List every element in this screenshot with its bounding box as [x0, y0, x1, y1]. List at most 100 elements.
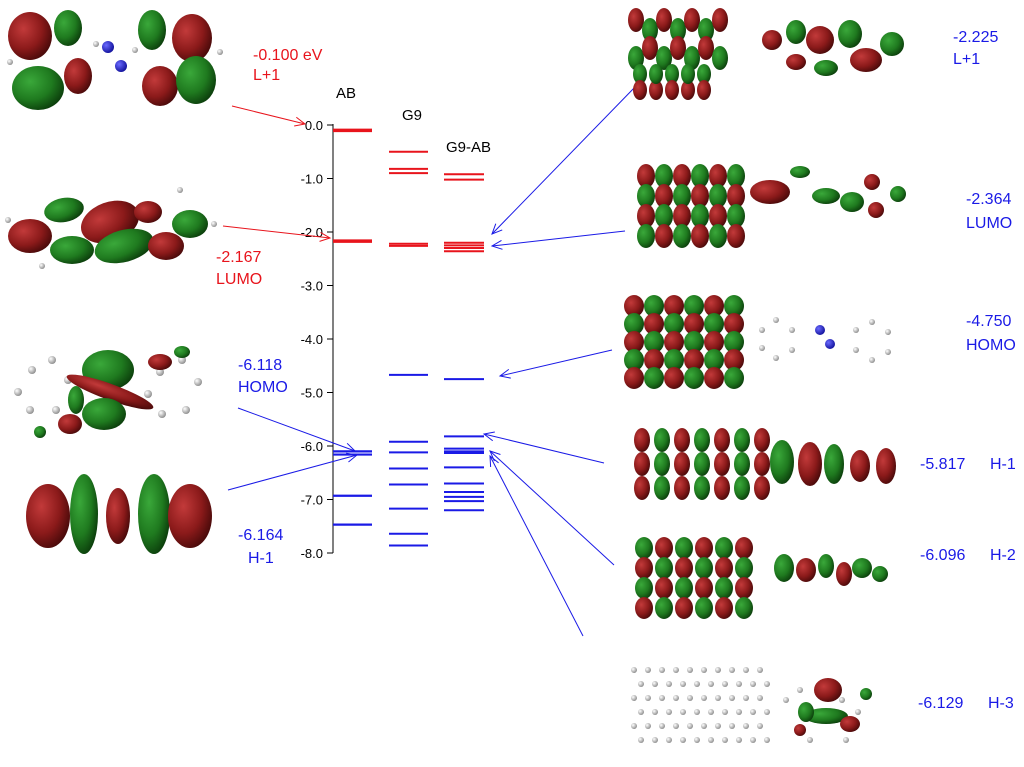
orbital-lobe — [634, 452, 650, 476]
orbital-lobe — [644, 367, 664, 389]
orbital-lobe — [794, 724, 806, 736]
orbital-lobe — [138, 474, 170, 554]
atom — [666, 709, 672, 715]
orbital-lobe — [642, 36, 658, 60]
orbital-lobe — [34, 426, 46, 438]
atom — [708, 681, 714, 687]
atom — [757, 723, 763, 729]
g9ab-lumo-name: LUMO — [966, 215, 1012, 232]
orbital-lobe — [656, 8, 672, 32]
atom — [869, 357, 875, 363]
orbital-lobe — [798, 702, 814, 722]
orbital-lobe — [64, 58, 92, 94]
orbital-lobe — [172, 14, 212, 62]
orbital-lobe — [814, 678, 842, 702]
orbital-lobe — [675, 597, 693, 619]
orbital-lobe — [634, 476, 650, 500]
atom — [93, 41, 99, 47]
atom — [708, 737, 714, 743]
atom — [26, 406, 34, 414]
orbital-lobe — [880, 32, 904, 56]
atom — [715, 723, 721, 729]
energy-axis-ticks: 0.0-1.0-2.0-3.0-4.0-5.0-6.0-7.0-8.0 — [301, 118, 333, 561]
atom — [652, 737, 658, 743]
orbital-lobe — [790, 166, 810, 178]
atom — [48, 356, 56, 364]
atom — [687, 723, 693, 729]
g9ab-l1-name: L+1 — [953, 51, 980, 68]
atom — [144, 390, 152, 398]
orbital-lobe — [172, 210, 208, 238]
orbital-lobe — [8, 219, 52, 253]
atom — [680, 737, 686, 743]
atom — [645, 667, 651, 673]
orbital-lobe — [681, 64, 695, 84]
orbital-lobe — [840, 192, 864, 212]
orbital-lobe — [8, 12, 52, 60]
orbital-lobe — [624, 367, 644, 389]
atom — [14, 388, 22, 396]
g9ab-l1-value: -2.225 — [953, 29, 998, 46]
orbital-lobe — [70, 474, 98, 554]
orbital-lobe — [727, 224, 745, 248]
orbital-lobe — [148, 232, 184, 260]
atom — [764, 709, 770, 715]
orbital-lobe — [704, 367, 724, 389]
arrow-ab-l1 — [232, 106, 305, 124]
ab-h1-value: -6.164 — [238, 527, 283, 544]
nitrogen-atom — [825, 339, 835, 349]
axis-tick-label: -1.0 — [301, 172, 323, 187]
atom — [28, 366, 36, 374]
orbital-lobe — [655, 224, 673, 248]
orbital-lobe — [654, 452, 670, 476]
orbital-lobe — [633, 80, 647, 100]
orbital-lobe — [712, 46, 728, 70]
arrow-ab-h1 — [228, 455, 357, 490]
orbital-lobe — [655, 537, 673, 559]
orbital-g9ab-homo — [624, 295, 891, 389]
orbital-lobe — [762, 30, 782, 50]
orbital-lobe — [635, 537, 653, 559]
atom — [869, 319, 875, 325]
nitrogen-atom — [115, 60, 127, 72]
orbital-lobe — [106, 488, 130, 544]
atom — [773, 317, 779, 323]
orbital-lobe — [68, 386, 84, 414]
orbital-lobe — [26, 484, 70, 548]
orbital-lobe — [655, 577, 673, 599]
atom — [729, 695, 735, 701]
atom — [645, 695, 651, 701]
column-title-g9: G9 — [402, 107, 422, 124]
orbital-lobe — [864, 174, 880, 190]
orbital-lobe — [818, 554, 834, 578]
orbital-lobe — [673, 224, 691, 248]
g9ab-homo-name: HOMO — [966, 337, 1016, 354]
atom — [722, 709, 728, 715]
atom — [743, 667, 749, 673]
g9ab-h1-value: -5.817 — [920, 456, 965, 473]
ab-l1-value: -0.100 eV — [253, 47, 323, 64]
arrow-g9ab-lumo — [492, 231, 625, 246]
orbital-lobe — [798, 442, 822, 486]
orbital-lobe — [735, 537, 753, 559]
arrow-g9ab-h2 — [490, 451, 614, 565]
atom — [757, 695, 763, 701]
orbital-lobe — [814, 60, 838, 76]
orbital-lobe — [694, 452, 710, 476]
orbital-lobe — [876, 448, 896, 484]
orbital-lobe — [58, 414, 82, 434]
orbital-lobe — [134, 201, 162, 223]
atom — [750, 709, 756, 715]
atom — [687, 695, 693, 701]
g9ab-lumo-value: -2.364 — [966, 191, 1011, 208]
orbital-lobe — [714, 476, 730, 500]
arrow-g9ab-h3 — [490, 456, 583, 636]
axis-tick-label: -3.0 — [301, 279, 323, 294]
right-labels: -2.225 L+1 -2.364 LUMO -4.750 HOMO -5.81… — [918, 29, 1016, 712]
orbital-lobe — [695, 577, 713, 599]
orbital-lobe — [649, 64, 663, 84]
orbital-lobe — [812, 188, 840, 204]
atom — [708, 709, 714, 715]
orbital-lobe — [142, 66, 178, 106]
